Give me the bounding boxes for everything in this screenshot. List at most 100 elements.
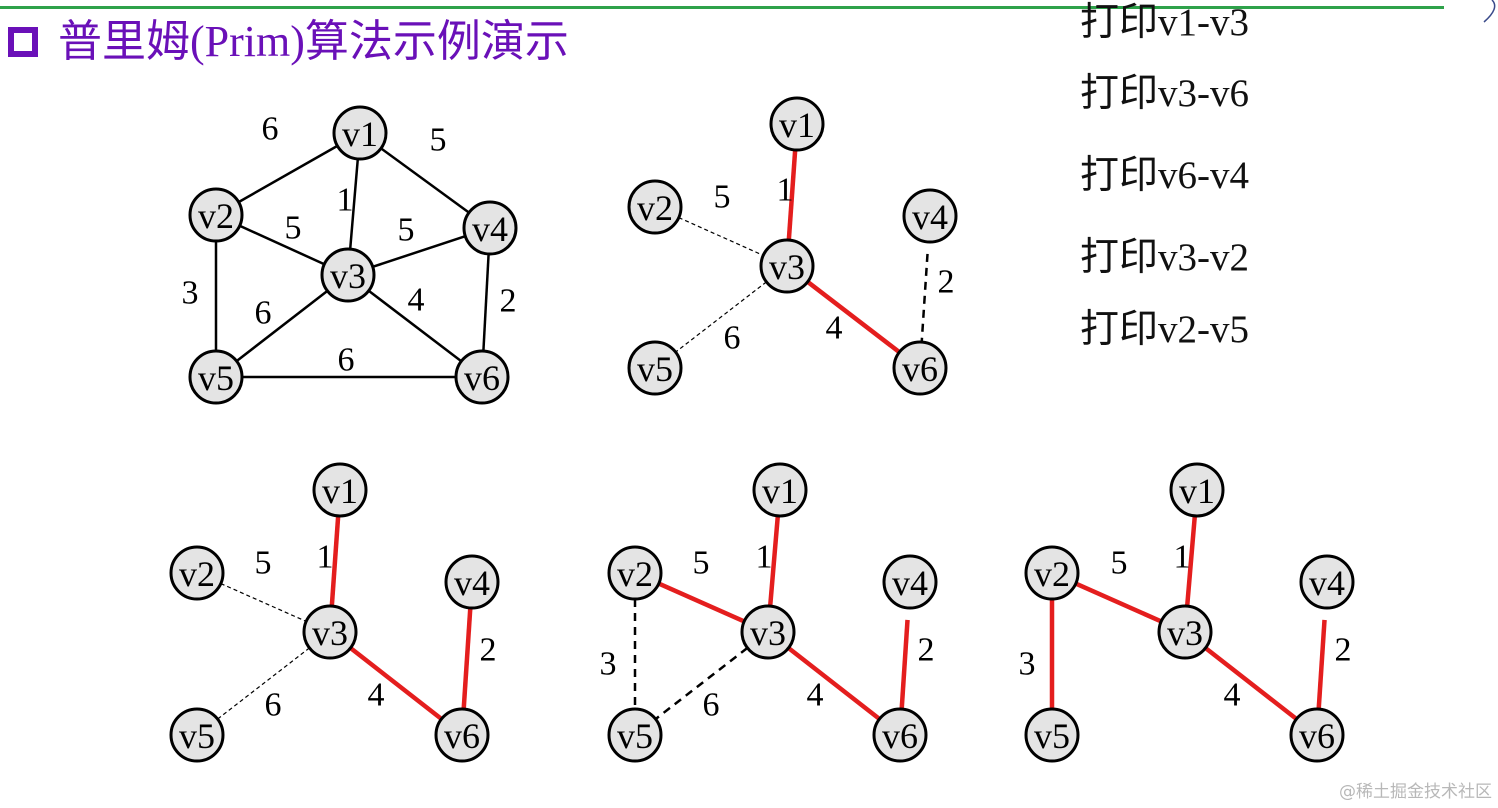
edge-weight-v2-v3: 5 [255, 545, 272, 582]
top-divider [0, 6, 1444, 9]
edge-v1-v3 [329, 515, 341, 607]
node-v2-circle [169, 545, 225, 601]
edge-weight-v3-v4: 5 [398, 212, 415, 249]
node-v3-label: v3 [312, 613, 348, 653]
edge-weight-v1-v4: 5 [430, 122, 447, 159]
edge-weight-v1-v3: 1 [317, 539, 334, 576]
node-v3-label: v3 [1167, 613, 1203, 653]
edge-v4-v6 [899, 619, 910, 710]
print-log-item: 打印v3-v6 [1080, 72, 1249, 115]
node-v4-label: v4 [1309, 563, 1345, 603]
edge-v3-v6 [349, 646, 443, 721]
node-v2-label: v2 [1034, 554, 1070, 594]
node-v1-circle [332, 105, 388, 161]
edge-v4-v6 [461, 607, 473, 710]
edge-weight-v4-v6: 2 [1335, 632, 1352, 669]
edge-v1-v3 [767, 515, 781, 607]
edge-weight-v3-v5: 6 [724, 320, 741, 357]
edge-v3-v4 [372, 234, 466, 269]
title-text: 普里姆(Prim)算法示例演示 [58, 17, 569, 66]
edge-v2-v3 [220, 582, 307, 623]
edge-v1-v4 [380, 147, 470, 214]
node-v3-circle [320, 247, 376, 303]
edge-weight-v2-v5: 3 [600, 646, 617, 683]
node-v6-circle [434, 707, 490, 763]
edge-weight-v2-v3: 5 [714, 179, 731, 216]
bullet-square-icon [8, 27, 38, 57]
edge-weight-v3-v6: 4 [826, 310, 843, 347]
edge-v3-v5 [217, 647, 310, 720]
edge-v4-v6 [1316, 619, 1327, 710]
edge-v3-v5 [654, 646, 749, 721]
node-v3-label: v3 [330, 256, 366, 296]
edge-v3-v6 [367, 289, 463, 363]
edge-weight-v1-v3: 1 [777, 172, 794, 209]
edge-weight-v3-v5: 6 [265, 687, 282, 724]
edge-weight-v3-v6: 4 [1224, 677, 1241, 714]
node-v5-label: v5 [179, 716, 215, 756]
corner-decoration [1483, 0, 1496, 23]
node-v3-circle [759, 238, 815, 294]
node-v6-label: v6 [444, 716, 480, 756]
node-v3-circle [740, 604, 796, 660]
edge-v4-v6 [920, 253, 929, 343]
edge-weight-v3-v5: 6 [255, 295, 272, 332]
edge-weight-v1-v3: 1 [756, 539, 773, 576]
node-v1-circle [1169, 462, 1225, 518]
node-v5-circle [169, 707, 225, 763]
node-v6-circle [1289, 707, 1345, 763]
edge-v1-v3 [1184, 515, 1198, 607]
node-v1-label: v1 [762, 471, 798, 511]
node-v2-label: v2 [617, 554, 653, 594]
node-v4-circle [902, 188, 958, 244]
node-v4-circle [462, 200, 518, 256]
node-v6-circle [872, 707, 928, 763]
edge-weight-v4-v6: 2 [480, 632, 497, 669]
node-v2-label: v2 [637, 188, 673, 228]
edge-v3-v5 [235, 289, 329, 363]
node-v1-label: v1 [322, 471, 358, 511]
node-v4-circle [1299, 554, 1355, 610]
edge-weight-v4-v6: 2 [918, 632, 935, 669]
node-v6-circle [454, 349, 510, 405]
watermark: @稀土掘金技术社区 [1339, 782, 1492, 802]
edge-weight-v2-v5: 3 [182, 275, 199, 312]
node-v2-circle [1024, 545, 1080, 601]
edge-weight-v4-v6: 2 [938, 264, 955, 301]
node-v4-label: v4 [892, 563, 928, 603]
print-log-item: 打印v6-v4 [1080, 154, 1249, 197]
node-v3-label: v3 [750, 613, 786, 653]
node-v4-circle [444, 554, 500, 610]
print-log-item: 打印v3-v2 [1080, 236, 1249, 279]
edge-weight-v4-v6: 2 [500, 283, 517, 320]
edge-weight-v2-v3: 5 [285, 210, 302, 247]
node-v4-label: v4 [454, 563, 490, 603]
node-v6-label: v6 [902, 349, 938, 389]
edge-v2-v3 [1074, 581, 1163, 624]
node-v5-label: v5 [637, 349, 673, 389]
node-v1-circle [769, 96, 825, 152]
node-v1-label: v1 [1179, 471, 1215, 511]
node-v5-label: v5 [198, 358, 234, 398]
edge-v1-v3 [786, 149, 798, 241]
node-v6-label: v6 [1299, 716, 1335, 756]
node-v6-circle [892, 340, 948, 396]
edge-v3-v6 [806, 280, 901, 354]
node-v3-circle [1157, 604, 1213, 660]
node-v1-circle [312, 462, 368, 518]
node-v2-circle [188, 187, 244, 243]
edge-v3-v6 [787, 646, 881, 721]
print-log-item: 打印v2-v5 [1080, 308, 1249, 351]
node-v4-label: v4 [472, 209, 508, 249]
edge-v3-v6 [1204, 646, 1298, 721]
edge-v2-v3 [678, 217, 764, 256]
edge-weight-v2-v3: 5 [693, 545, 710, 582]
node-v3-circle [302, 604, 358, 660]
print-log-item: 打印v1-v3 [1080, 1, 1249, 44]
edge-weight-v2-v5: 3 [1019, 646, 1036, 683]
